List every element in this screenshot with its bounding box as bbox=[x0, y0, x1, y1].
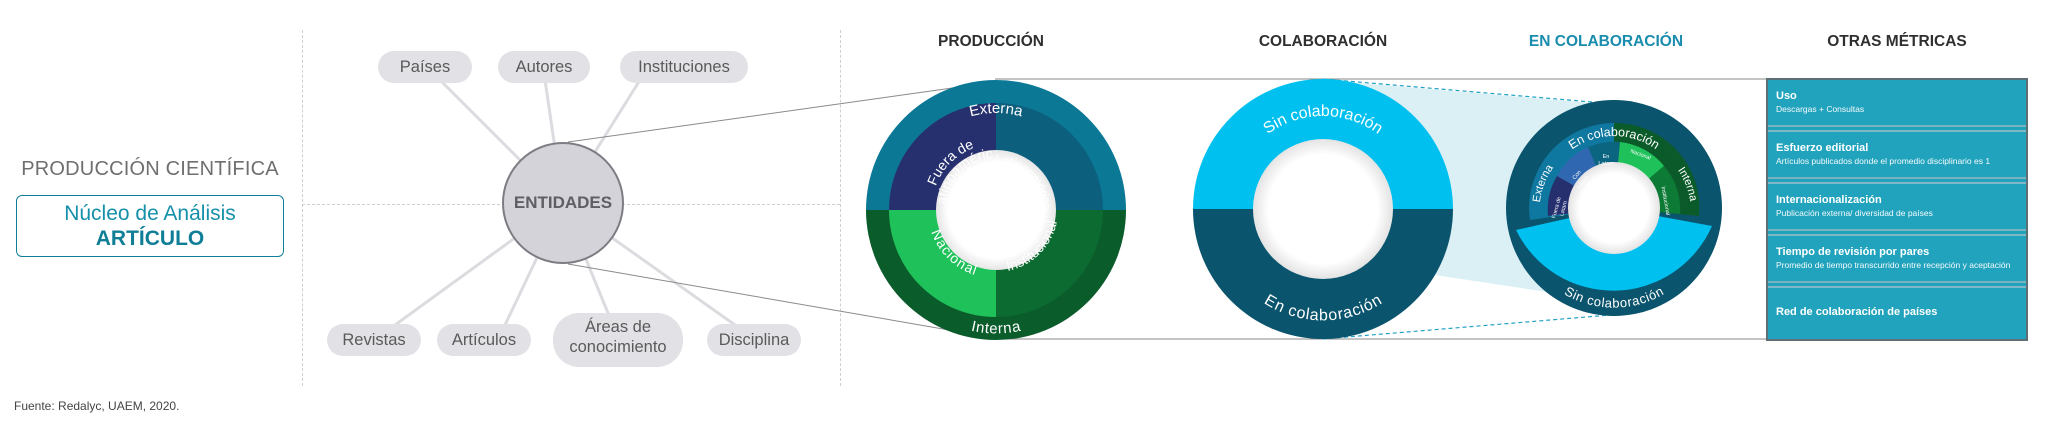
metric-tiempo-revision: Tiempo de revisión por pares Promedio de… bbox=[1768, 236, 2026, 283]
metric-desc: Descargas + Consultas bbox=[1776, 104, 1865, 114]
en-collaboration-donut: En colaboración Sin colaboración Externa… bbox=[1506, 100, 1722, 316]
encol-small-fuera-1: Fuera de bbox=[1551, 196, 1562, 219]
encol-small-institucional: Institucional bbox=[1660, 186, 1671, 216]
entity-pill-areas-line1: Áreas de bbox=[584, 318, 652, 336]
entity-pill-instituciones: Instituciones bbox=[620, 51, 748, 83]
analysis-core-value: ARTÍCULO bbox=[95, 227, 205, 250]
entity-pill-autores: Autores bbox=[498, 51, 590, 83]
entity-pill-areas: Áreas de conocimiento bbox=[553, 313, 683, 367]
encol-small-fuera-2: Latam bbox=[1559, 200, 1569, 217]
header-produccion: PRODUCCIÓN bbox=[938, 33, 1044, 50]
collaboration-donut: Sin colaboración En colaboración bbox=[1193, 79, 1453, 339]
encol-small-en-1: En bbox=[1603, 154, 1610, 160]
metrics-panel: Uso Descargas + Consultas Esfuerzo edito… bbox=[1766, 78, 2028, 341]
entity-pill-revistas: Revistas bbox=[327, 324, 421, 356]
header-otras-metricas: OTRAS MÉTRICAS bbox=[1827, 33, 1967, 50]
prod-label-externa: Externa bbox=[968, 100, 1025, 120]
entity-pill-paises: Países bbox=[378, 51, 472, 83]
source-footnote: Fuente: Redalyc, UAEM, 2020. bbox=[14, 399, 180, 413]
metric-title: Tiempo de revisión por pares bbox=[1776, 246, 1930, 258]
metric-title: Esfuerzo editorial bbox=[1776, 142, 1869, 154]
metric-internacionalizacion: Internacionalización Publicación externa… bbox=[1768, 184, 2026, 231]
entity-pill-articulos: Artículos bbox=[437, 324, 531, 356]
entity-pill-areas-line2: conocimiento bbox=[569, 338, 667, 356]
encol-small-con-1: Con bbox=[1572, 170, 1583, 182]
metric-title: Internacionalización bbox=[1776, 194, 1882, 206]
prod-label-interna: Interna bbox=[970, 318, 1023, 338]
metric-desc: Publicación externa/ diversidad de paíse… bbox=[1776, 208, 1933, 218]
metric-title: Uso bbox=[1776, 90, 1797, 102]
entities-hub: ENTIDADES bbox=[502, 142, 624, 264]
metric-separator bbox=[1768, 182, 2026, 184]
metric-esfuerzo: Esfuerzo editorial Artículos publicados … bbox=[1768, 132, 2026, 179]
metric-red-colaboracion: Red de colaboración de países bbox=[1768, 288, 2026, 335]
analysis-core-label: Núcleo de Análisis bbox=[64, 202, 236, 225]
metric-separator bbox=[1768, 130, 2026, 132]
encol-small-en-2: Latam bbox=[1598, 161, 1614, 167]
header-en-colaboracion: EN COLABORACIÓN bbox=[1528, 33, 1684, 50]
divider-left bbox=[302, 30, 303, 386]
entity-pill-disciplina: Disciplina bbox=[707, 324, 801, 356]
metric-separator bbox=[1768, 286, 2026, 288]
production-donut: Externa Interna Fuera de Latinoamérica L… bbox=[858, 80, 1126, 340]
metric-desc: Promedio de tiempo transcurrido entre re… bbox=[1776, 260, 2011, 270]
metric-uso: Uso Descargas + Consultas bbox=[1768, 80, 2026, 127]
divider-right bbox=[840, 30, 841, 386]
analysis-core-box: Núcleo de Análisis ARTÍCULO bbox=[16, 195, 284, 257]
metric-desc: Artículos publicados donde el promedio d… bbox=[1776, 156, 1991, 166]
section-title: PRODUCCIÓN CIENTÍFICA bbox=[21, 158, 279, 180]
metric-separator bbox=[1768, 234, 2026, 236]
metric-title: Red de colaboración de países bbox=[1776, 306, 1938, 318]
header-colaboracion: COLABORACIÓN bbox=[1258, 33, 1388, 50]
